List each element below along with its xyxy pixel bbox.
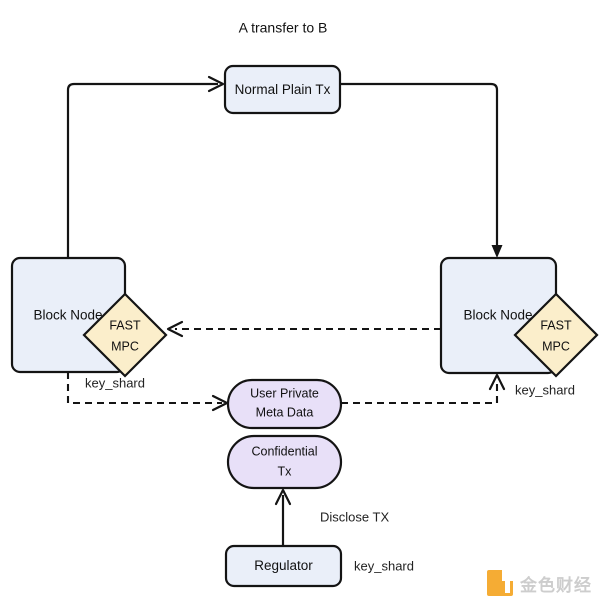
node-regulator[interactable]: Regulator: [224, 544, 343, 588]
diagram-title-label: A transfer to B: [239, 20, 328, 36]
regulator-label: Regulator: [254, 558, 313, 573]
disclose-tx-label: Disclose TX: [320, 509, 389, 524]
fast-mpc-right-label-line1: FAST: [540, 318, 572, 332]
confidential-tx-label-line2: Tx: [278, 464, 293, 478]
edge-normal-plain-tx-to-blocknode-right: [340, 82, 503, 258]
confidential-tx-shape[interactable]: [226, 434, 343, 490]
regulator-box[interactable]: [224, 544, 343, 588]
normal-plain-tx-box[interactable]: [223, 64, 342, 115]
normal-plain-tx-label: Normal Plain Tx: [235, 82, 331, 97]
fast-mpc-left-label-line2: MPC: [111, 339, 139, 353]
node-confidential-tx[interactable]: Confidential Tx: [226, 434, 343, 490]
fast-mpc-left-diamond[interactable]: [82, 292, 168, 378]
key-shard-right-label: key_shard: [515, 382, 575, 397]
node-fast-mpc-right[interactable]: FAST MPC: [513, 292, 599, 378]
watermark-text: 金色财经: [520, 575, 592, 596]
edge-meta-data-to-blocknode-right-keyshard: [341, 373, 506, 405]
node-user-private-meta-data[interactable]: User Private Meta Data: [226, 378, 343, 430]
block-node-left-label: Block Node: [33, 308, 102, 323]
fast-mpc-left-label-line1: FAST: [109, 318, 141, 332]
key-shard-regulator-label: key_shard: [354, 558, 414, 573]
block-node-right-label: Block Node: [463, 308, 532, 323]
node-normal-plain-tx[interactable]: Normal Plain Tx: [223, 64, 342, 115]
user-private-meta-data-label-line2: Meta Data: [256, 405, 314, 419]
fast-mpc-right-label-line2: MPC: [542, 339, 570, 353]
key-shard-left-label: key_shard: [85, 375, 145, 390]
edge-regulator-to-confidential-tx: [274, 488, 292, 546]
edge-mpc-right-to-mpc-left: [166, 320, 513, 338]
watermark: 金色财经: [487, 570, 592, 596]
edge-blocknode-left-to-normal-plain-tx: [66, 75, 225, 258]
user-private-meta-data-shape[interactable]: [226, 378, 343, 430]
watermark-logo-icon: [487, 570, 513, 596]
user-private-meta-data-label-line1: User Private: [250, 386, 319, 400]
confidential-tx-label-line1: Confidential: [251, 444, 317, 458]
fast-mpc-right-diamond[interactable]: [513, 292, 599, 378]
node-fast-mpc-left[interactable]: FAST MPC: [82, 292, 168, 378]
